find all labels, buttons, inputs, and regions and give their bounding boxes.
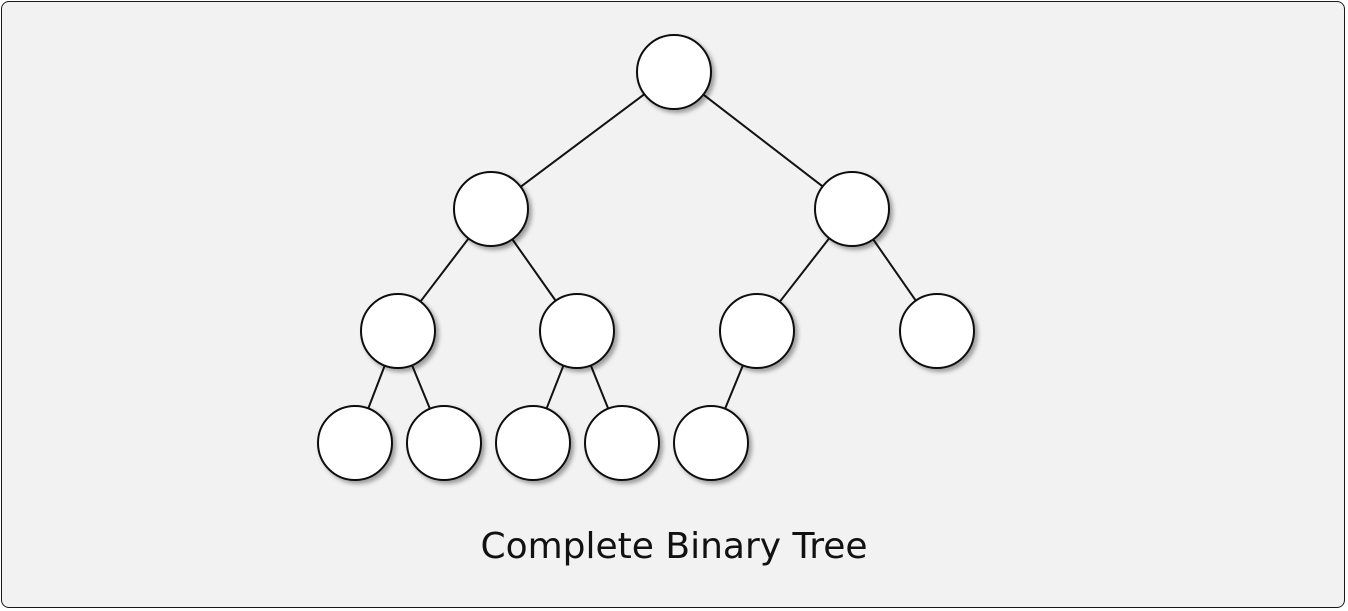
tree-edges	[367, 93, 917, 410]
tree-node-n7	[899, 293, 975, 369]
tree-node-n8	[317, 405, 393, 481]
tree-edge-n4-n8	[367, 365, 386, 409]
tree-node-n1	[636, 34, 712, 110]
tree-edge-n5-n10	[545, 365, 565, 409]
tree-edge-n2-n4	[419, 237, 470, 303]
tree-edge-n1-n3	[702, 93, 824, 188]
tree-node-n2	[453, 171, 529, 247]
tree-node-n5	[539, 293, 615, 369]
tree-node-n12	[673, 405, 749, 481]
diagram-caption: Complete Binary Tree	[480, 526, 868, 567]
tree-node-n9	[406, 405, 482, 481]
tree-edge-n4-n9	[411, 364, 431, 410]
tree-edge-n6-n12	[724, 364, 744, 410]
tree-node-n6	[719, 293, 795, 369]
tree-edge-n1-n2	[520, 93, 645, 188]
tree-nodes	[317, 34, 975, 481]
tree-node-n10	[495, 405, 571, 481]
tree-edge-n3-n7	[872, 238, 917, 302]
tree-node-n4	[360, 293, 436, 369]
tree-node-n3	[814, 171, 890, 247]
tree-edge-n5-n11	[589, 364, 610, 410]
tree-node-n11	[584, 405, 660, 481]
tree-edge-n3-n6	[778, 237, 831, 303]
tree-edge-n2-n5	[511, 238, 557, 302]
